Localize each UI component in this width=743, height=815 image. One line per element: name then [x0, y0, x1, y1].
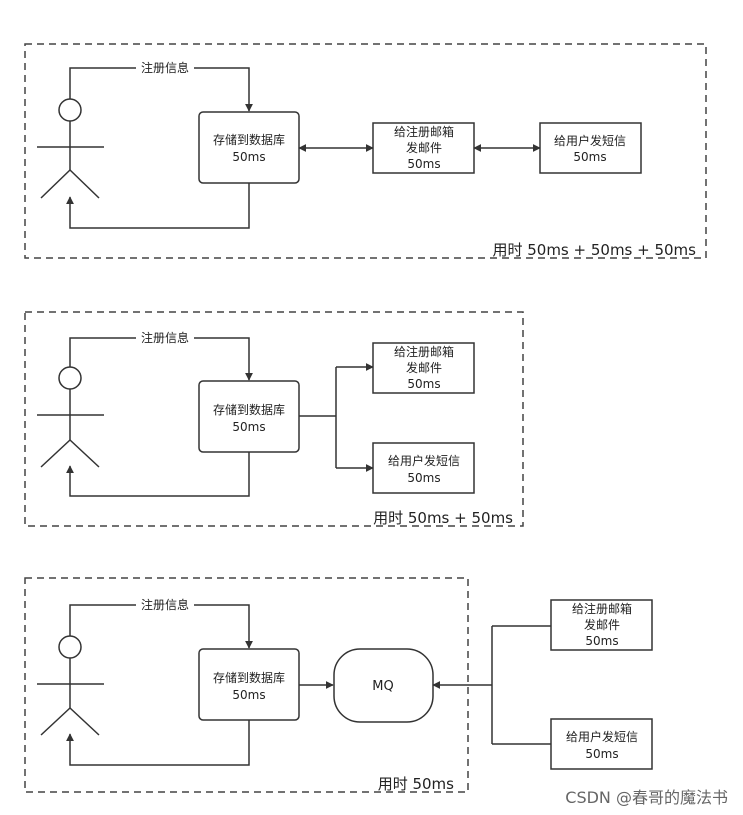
store-db-label: 存储到数据库: [213, 670, 285, 685]
user-actor-icon: [37, 98, 104, 199]
register-label: 注册信息: [141, 597, 189, 612]
response-arrow: [66, 452, 250, 497]
send-sms-box: [539, 122, 642, 174]
store-db-time: 50ms: [232, 150, 265, 164]
store-db-time: 50ms: [232, 420, 265, 434]
mq-label: MQ: [372, 679, 393, 694]
register-label-bg: [136, 598, 194, 612]
user-actor-icon: [37, 366, 104, 468]
serial-total-time: 用时 50ms + 50ms + 50ms: [492, 241, 696, 259]
serial-diagram: 注册信息 存储到数据库 50ms 给注册邮箱 发邮件 50ms 给用户发短信 5…: [24, 43, 707, 259]
watermark: CSDN @春哥的魔法书: [565, 788, 728, 807]
serial-dashed-frame: [24, 43, 707, 259]
send-sms-label: 给用户发短信: [554, 133, 626, 148]
send-email-box: [550, 599, 653, 651]
send-email-label-2: 发邮件: [584, 617, 620, 632]
register-label-bg: [136, 61, 194, 75]
send-email-time: 50ms: [407, 157, 440, 171]
send-email-label-1: 给注册邮箱: [394, 124, 454, 139]
send-email-label-1: 给注册邮箱: [394, 344, 454, 359]
response-arrow: [66, 183, 250, 229]
send-email-label-1: 给注册邮箱: [572, 601, 632, 616]
store-db-label: 存储到数据库: [213, 132, 285, 147]
store-db-box: [198, 111, 300, 184]
mq-dashed-frame: [24, 577, 469, 793]
send-sms-time: 50ms: [407, 471, 440, 485]
register-label: 注册信息: [141, 330, 189, 345]
send-email-label-2: 发邮件: [406, 360, 442, 375]
send-sms-time: 50ms: [585, 747, 618, 761]
parallel-dashed-frame: [24, 311, 524, 527]
parallel-total-time: 用时 50ms + 50ms: [373, 509, 513, 527]
store-db-label: 存储到数据库: [213, 402, 285, 417]
send-email-box: [372, 122, 475, 174]
send-sms-time: 50ms: [573, 150, 606, 164]
send-email-box: [372, 342, 475, 394]
send-email-time: 50ms: [407, 377, 440, 391]
mq-total-time: 用时 50ms: [378, 775, 454, 793]
send-sms-box: [550, 718, 653, 770]
send-sms-label: 给用户发短信: [388, 453, 460, 468]
send-sms-box: [372, 442, 475, 494]
send-email-label-2: 发邮件: [406, 140, 442, 155]
register-label: 注册信息: [141, 60, 189, 75]
parallel-diagram: 注册信息 存储到数据库 50ms 给注册邮箱 发邮件 50ms 给用户发短信 5…: [24, 311, 524, 527]
mq-diagram: 注册信息 存储到数据库 50ms MQ 给注册邮箱 发邮件 50ms 给用户发短…: [24, 577, 653, 793]
send-email-time: 50ms: [585, 634, 618, 648]
user-actor-icon: [37, 635, 104, 736]
send-sms-label: 给用户发短信: [566, 729, 638, 744]
register-label-bg: [136, 331, 194, 345]
response-arrow: [66, 720, 250, 766]
store-db-time: 50ms: [232, 688, 265, 702]
